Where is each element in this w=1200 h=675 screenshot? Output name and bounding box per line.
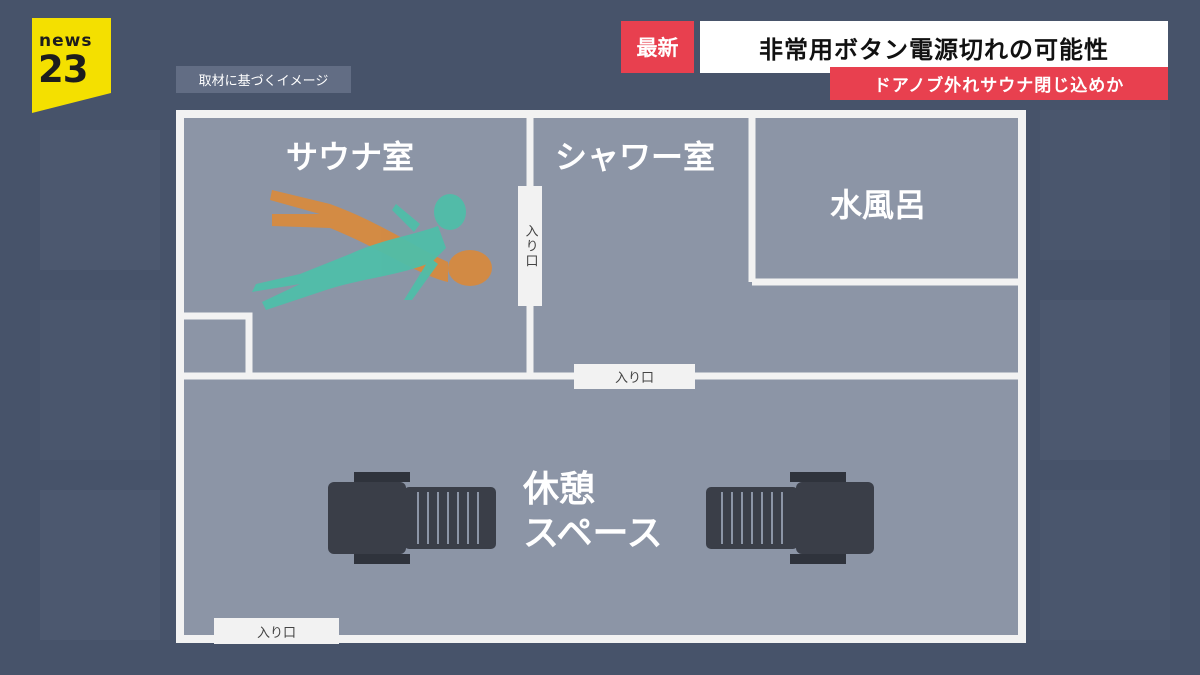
latest-badge: 最新 [621, 21, 694, 73]
headline-main: 非常用ボタン電源切れの可能性 [700, 21, 1168, 73]
lounger-left [328, 472, 496, 564]
headline-sub: ドアノブ外れサウナ閉じ込めか [830, 67, 1168, 100]
door-label-sauna: 入り口 [518, 186, 542, 306]
logo-number: 23 [38, 48, 88, 91]
rest-label-line2: スペース [523, 513, 663, 554]
logo-word: news [39, 31, 93, 51]
room-label-sauna: サウナ室 [286, 138, 415, 176]
room-label-shower: シャワー室 [555, 138, 716, 176]
room-label-cold-bath: 水風呂 [830, 186, 927, 224]
person-teal-figure [252, 194, 466, 310]
door-label-shower: 入り口 [574, 364, 695, 389]
door-label-rest: 入り口 [214, 618, 339, 644]
lounger-right [706, 472, 874, 564]
room-label-rest-space: 休憩 スペース [523, 468, 663, 556]
rest-label-line1: 休憩 [523, 469, 596, 510]
image-note-label: 取材に基づくイメージ [176, 66, 351, 93]
